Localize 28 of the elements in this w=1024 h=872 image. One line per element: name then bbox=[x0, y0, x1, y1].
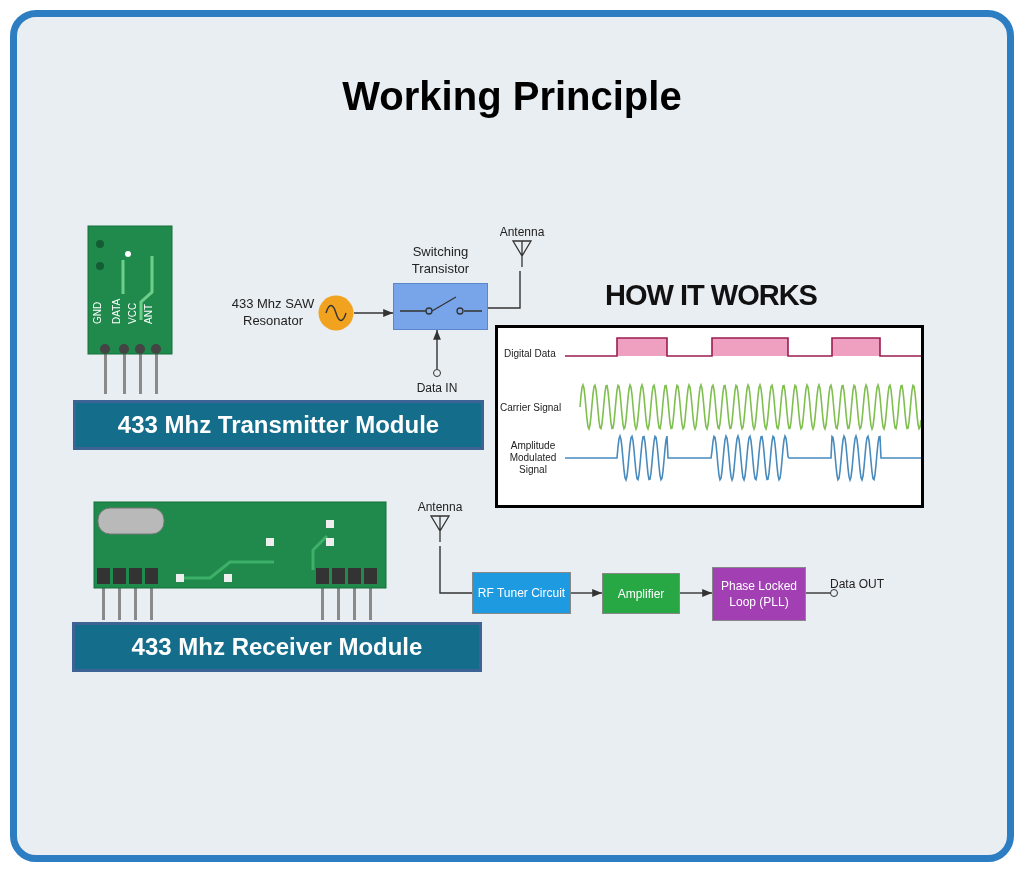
panel-heading: HOW IT WORKS bbox=[605, 278, 817, 313]
banner-text: 433 Mhz Transmitter Module bbox=[117, 410, 440, 440]
terminal-label: Data IN bbox=[416, 380, 458, 396]
arrow bbox=[433, 329, 441, 370]
title: Working Principle bbox=[341, 73, 683, 120]
title-banner bbox=[73, 400, 484, 450]
component-label: Switching Transistor bbox=[410, 243, 471, 278]
signal-label: Digital Data bbox=[504, 347, 556, 361]
antenna-label: Antenna bbox=[417, 499, 463, 515]
title-banner bbox=[72, 622, 482, 672]
connector-line bbox=[487, 270, 521, 309]
terminal-label: Data OUT bbox=[830, 577, 884, 591]
component-label: 433 Mhz SAW Resonator bbox=[230, 295, 316, 329]
signal-label: Amplitude Modulated Signal bbox=[508, 440, 558, 476]
arrow bbox=[679, 589, 713, 597]
banner-text: 433 Mhz Receiver Module bbox=[131, 632, 423, 662]
antenna-label: Antenna bbox=[499, 224, 545, 240]
process-block: Amplifier bbox=[602, 573, 680, 614]
process-block: Phase Locked Loop (PLL) bbox=[712, 567, 806, 621]
process-block: RF Tuner Circuit bbox=[472, 572, 571, 614]
connector-line bbox=[439, 545, 473, 594]
signal-label: Carrier Signal bbox=[500, 401, 563, 415]
pin-label: VCC bbox=[128, 302, 138, 324]
pin-label: DATA bbox=[112, 298, 122, 324]
arrow bbox=[570, 589, 603, 597]
pin-label: GND bbox=[93, 301, 103, 324]
arrow bbox=[353, 309, 394, 317]
pin-label: ANT bbox=[144, 304, 154, 324]
